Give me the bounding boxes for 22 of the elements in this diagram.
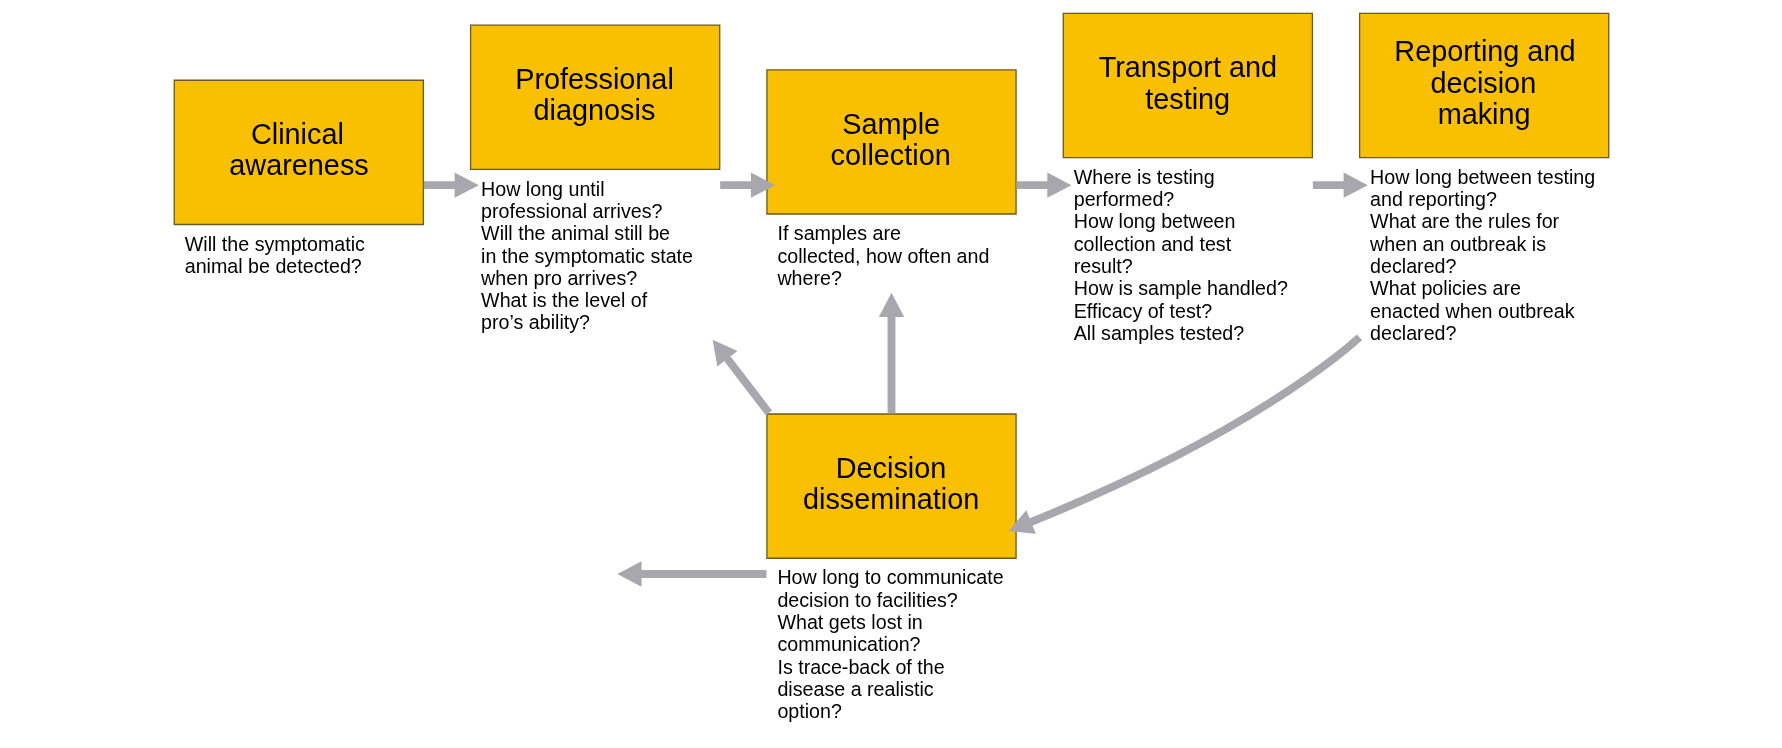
arrow (1016, 172, 1071, 198)
node-label: If samples are collected, how often and where? (776, 222, 989, 289)
node-label: Efficacy of test? (1073, 299, 1212, 322)
node-label: What is the level of pro’s ability? (480, 289, 647, 334)
node-label: What are the rules for when an outbreak is declared? (1369, 210, 1559, 278)
node-label: All samples tested? (1073, 321, 1244, 344)
arrow (712, 339, 772, 416)
node-label: How long between testing and reporting? (1369, 165, 1595, 211)
node-label: How long until professional arrives? (480, 177, 662, 222)
arrow (616, 561, 766, 587)
arrow (423, 172, 479, 198)
node-label: What gets lost in communication? (776, 611, 923, 656)
arrow (1008, 334, 1362, 534)
node-label: Will the animal still be in the symptomatic state when pro arrives? (480, 222, 693, 289)
node-label: How long to communicate decision to facilities? (776, 566, 1004, 611)
node-label: How long between collection and test result? (1073, 210, 1235, 278)
node-label: Is trace-back of the disease a realistic option? (776, 655, 945, 723)
node-label: Will the symptomatic animal be detected? (184, 232, 365, 278)
node-label: What policies are enacted when outbreak declared? (1369, 277, 1574, 344)
arrow (878, 292, 904, 414)
node-label: Where is testing performed? (1073, 165, 1215, 211)
node-label: How is sample handled? (1073, 277, 1288, 300)
